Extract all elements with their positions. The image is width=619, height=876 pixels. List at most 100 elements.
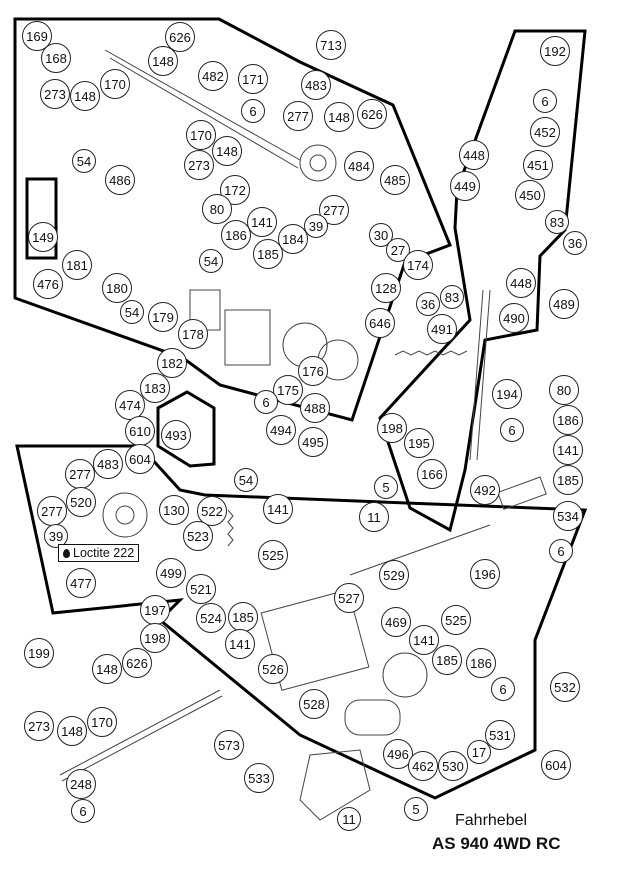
part-callout[interactable]: 462 — [408, 751, 438, 781]
part-callout[interactable]: 196 — [470, 559, 500, 589]
part-callout[interactable]: 490 — [499, 303, 529, 333]
part-callout[interactable]: 149 — [28, 222, 58, 252]
part-callout[interactable]: 54 — [234, 468, 258, 492]
part-callout[interactable]: 186 — [466, 648, 496, 678]
part-callout[interactable]: 185 — [228, 602, 258, 632]
part-callout[interactable]: 486 — [105, 165, 135, 195]
part-callout[interactable]: 482 — [198, 61, 228, 91]
part-callout[interactable]: 448 — [506, 268, 536, 298]
part-callout[interactable]: 6 — [549, 539, 573, 563]
part-callout[interactable]: 54 — [72, 149, 96, 173]
part-callout[interactable]: 522 — [197, 496, 227, 526]
part-callout[interactable]: 484 — [344, 151, 374, 181]
part-callout[interactable]: 492 — [470, 475, 500, 505]
part-callout[interactable]: 488 — [300, 393, 330, 423]
part-callout[interactable]: 534 — [553, 501, 583, 531]
part-callout[interactable]: 713 — [316, 30, 346, 60]
part-callout[interactable]: 39 — [304, 214, 328, 238]
part-callout[interactable]: 527 — [334, 583, 364, 613]
part-callout[interactable]: 529 — [379, 560, 409, 590]
part-callout[interactable]: 524 — [196, 603, 226, 633]
part-callout[interactable]: 30 — [369, 223, 393, 247]
part-callout[interactable]: 141 — [553, 435, 583, 465]
part-callout[interactable]: 483 — [301, 70, 331, 100]
part-callout[interactable]: 485 — [380, 165, 410, 195]
part-callout[interactable]: 130 — [159, 495, 189, 525]
part-callout[interactable]: 17 — [467, 740, 491, 764]
part-callout[interactable]: 573 — [214, 730, 244, 760]
part-callout[interactable]: 179 — [148, 302, 178, 332]
part-callout[interactable]: 626 — [122, 648, 152, 678]
part-callout[interactable]: 185 — [432, 645, 462, 675]
part-callout[interactable]: 148 — [324, 102, 354, 132]
part-callout[interactable]: 626 — [165, 22, 195, 52]
part-callout[interactable]: 248 — [66, 769, 96, 799]
part-callout[interactable]: 273 — [184, 150, 214, 180]
part-callout[interactable]: 495 — [298, 427, 328, 457]
part-callout[interactable]: 170 — [100, 69, 130, 99]
part-callout[interactable]: 531 — [485, 720, 515, 750]
part-callout[interactable]: 525 — [441, 605, 471, 635]
part-callout[interactable]: 6 — [241, 99, 265, 123]
part-callout[interactable]: 80 — [549, 375, 579, 405]
part-callout[interactable]: 646 — [365, 308, 395, 338]
part-callout[interactable]: 170 — [186, 120, 216, 150]
part-callout[interactable]: 452 — [530, 117, 560, 147]
part-callout[interactable]: 54 — [199, 249, 223, 273]
part-callout[interactable]: 499 — [156, 558, 186, 588]
part-callout[interactable]: 525 — [258, 540, 288, 570]
part-callout[interactable]: 36 — [416, 292, 440, 316]
part-callout[interactable]: 483 — [93, 449, 123, 479]
part-callout[interactable]: 477 — [66, 568, 96, 598]
part-callout[interactable]: 169 — [22, 21, 52, 51]
part-callout[interactable]: 185 — [253, 239, 283, 269]
part-callout[interactable]: 277 — [283, 101, 313, 131]
part-callout[interactable]: 171 — [238, 64, 268, 94]
part-callout[interactable]: 185 — [553, 465, 583, 495]
part-callout[interactable]: 39 — [44, 524, 68, 548]
part-callout[interactable]: 604 — [125, 444, 155, 474]
part-callout[interactable]: 83 — [440, 285, 464, 309]
part-callout[interactable]: 141 — [263, 494, 293, 524]
part-callout[interactable]: 195 — [404, 428, 434, 458]
part-callout[interactable]: 168 — [41, 43, 71, 73]
part-callout[interactable]: 178 — [178, 319, 208, 349]
part-callout[interactable]: 489 — [549, 289, 579, 319]
part-callout[interactable]: 148 — [92, 654, 122, 684]
part-callout[interactable]: 148 — [70, 81, 100, 111]
part-callout[interactable]: 80 — [202, 194, 232, 224]
part-callout[interactable]: 198 — [140, 623, 170, 653]
part-callout[interactable]: 176 — [298, 356, 328, 386]
part-callout[interactable]: 186 — [221, 220, 251, 250]
part-callout[interactable]: 11 — [337, 807, 361, 831]
part-callout[interactable]: 175 — [273, 375, 303, 405]
part-callout[interactable]: 6 — [71, 799, 95, 823]
part-callout[interactable]: 476 — [33, 269, 63, 299]
part-callout[interactable]: 449 — [450, 171, 480, 201]
part-callout[interactable]: 450 — [515, 180, 545, 210]
part-callout[interactable]: 494 — [266, 415, 296, 445]
part-callout[interactable]: 180 — [102, 273, 132, 303]
part-callout[interactable]: 197 — [140, 595, 170, 625]
part-callout[interactable]: 198 — [377, 413, 407, 443]
part-callout[interactable]: 148 — [212, 136, 242, 166]
part-callout[interactable]: 474 — [115, 390, 145, 420]
part-callout[interactable]: 194 — [492, 379, 522, 409]
part-callout[interactable]: 192 — [540, 36, 570, 66]
part-callout[interactable]: 148 — [57, 716, 87, 746]
part-callout[interactable]: 36 — [563, 231, 587, 255]
part-callout[interactable]: 626 — [357, 99, 387, 129]
part-callout[interactable]: 5 — [404, 797, 428, 821]
part-callout[interactable]: 530 — [438, 751, 468, 781]
part-callout[interactable]: 491 — [427, 314, 457, 344]
part-callout[interactable]: 604 — [541, 750, 571, 780]
part-callout[interactable]: 182 — [157, 348, 187, 378]
part-callout[interactable]: 273 — [40, 79, 70, 109]
part-callout[interactable]: 448 — [459, 140, 489, 170]
part-callout[interactable]: 520 — [66, 487, 96, 517]
part-callout[interactable]: 521 — [186, 574, 216, 604]
part-callout[interactable]: 277 — [65, 459, 95, 489]
part-callout[interactable]: 128 — [371, 273, 401, 303]
part-callout[interactable]: 532 — [550, 672, 580, 702]
part-callout[interactable]: 6 — [254, 390, 278, 414]
